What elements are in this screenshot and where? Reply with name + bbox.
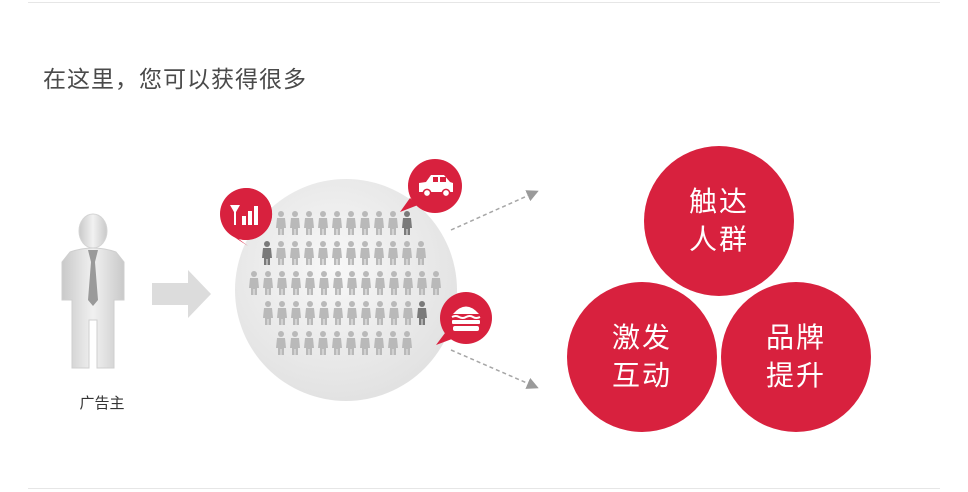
person-figure (346, 331, 356, 355)
person-figure (277, 301, 287, 325)
person-figure (389, 301, 399, 325)
person-figure (319, 271, 329, 295)
arrow-right-icon (152, 270, 211, 318)
top-divider (28, 2, 940, 3)
person-figure (263, 271, 273, 295)
page-headline: 在这里，您可以获得很多 (43, 67, 307, 93)
benefit-brand-lift: 品牌 提升 (721, 282, 871, 432)
person-figure (375, 271, 385, 295)
person-figure (402, 211, 412, 235)
person-figure (374, 211, 384, 235)
person-figure (403, 301, 413, 325)
person-figure (361, 271, 371, 295)
person-figure (416, 241, 426, 265)
car-icon (400, 159, 462, 213)
person-figure (276, 331, 286, 355)
dashed-arrow-down (450, 349, 539, 389)
burger-icon (436, 292, 492, 345)
benefit-line: 提升 (765, 359, 826, 392)
person-figure (304, 331, 314, 355)
person-figure (360, 211, 370, 235)
person-figure (347, 271, 357, 295)
person-figure (360, 331, 370, 355)
person-figure (388, 211, 398, 235)
person-figure (332, 331, 342, 355)
businessman-icon (61, 213, 125, 369)
person-figure (360, 241, 370, 265)
benefit-line: 触达 (688, 185, 749, 218)
person-figure (402, 331, 412, 355)
person-figure (304, 241, 314, 265)
person-figure (262, 241, 272, 265)
benefit-line: 品牌 (765, 321, 826, 354)
person-figure (290, 331, 300, 355)
person-figure (375, 301, 385, 325)
person-figure (305, 271, 315, 295)
person-figure (374, 241, 384, 265)
person-figure (332, 241, 342, 265)
signal-icon (220, 187, 273, 246)
person-figure (417, 301, 427, 325)
benefit-reach-audience: 触达 人群 (644, 146, 794, 296)
person-figure (263, 301, 273, 325)
person-figure (290, 211, 300, 235)
benefit-line: 激发 (611, 321, 672, 354)
person-figure (290, 241, 300, 265)
person-figure (249, 271, 259, 295)
person-figure (347, 301, 357, 325)
person-figure (332, 211, 342, 235)
person-figure (402, 241, 412, 265)
advertiser-label: 广告主 (79, 394, 125, 412)
person-figure (318, 241, 328, 265)
person-figure (431, 271, 441, 295)
person-figure (277, 271, 287, 295)
person-figure (388, 241, 398, 265)
bottom-divider (28, 488, 940, 489)
person-figure (319, 301, 329, 325)
person-figure (346, 241, 356, 265)
person-figure (374, 331, 384, 355)
person-figure (403, 271, 413, 295)
person-figure (389, 271, 399, 295)
person-figure (346, 211, 356, 235)
benefit-line: 互动 (611, 359, 672, 392)
person-figure (276, 241, 286, 265)
person-figure (388, 331, 398, 355)
person-figure (318, 211, 328, 235)
person-figure (318, 331, 328, 355)
person-figure (333, 301, 343, 325)
person-figure (305, 301, 315, 325)
person-figure (276, 211, 286, 235)
person-figure (304, 211, 314, 235)
person-figure (291, 301, 301, 325)
person-figure (291, 271, 301, 295)
benefit-drive-engagement: 激发 互动 (567, 282, 717, 432)
person-figure (417, 271, 427, 295)
dashed-arrow-up (450, 190, 539, 231)
crowd (249, 211, 441, 355)
person-figure (361, 301, 371, 325)
person-figure (333, 271, 343, 295)
benefit-line: 人群 (688, 223, 749, 256)
